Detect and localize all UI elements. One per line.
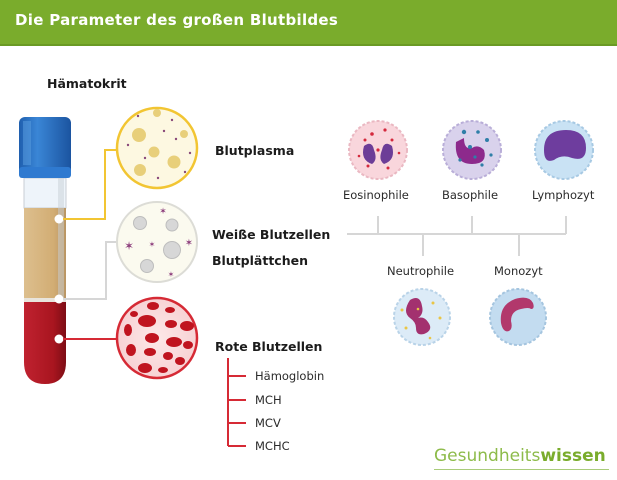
param-mchc: MCHC: [255, 439, 290, 453]
white-cells-label: Weiße Blutzellen: [212, 227, 331, 242]
platelets-label: Blutplättchen: [212, 253, 308, 268]
eosinophil-label: Eosinophile: [343, 188, 409, 202]
blood-plasma-label: Blutplasma: [215, 143, 295, 158]
lymphocyte-label: Lymphozyt: [532, 188, 595, 202]
param-mch: MCH: [255, 393, 282, 407]
red-cells-icon: [115, 296, 199, 380]
page-title: Die Parameter des großen Blutbildes: [15, 11, 339, 29]
blood-tube-icon: [19, 117, 71, 384]
neutrophil-label: Neutrophile: [387, 264, 455, 278]
brand-logo: Gesundheitswissen: [434, 446, 606, 466]
svg-text:✶: ✶: [149, 240, 156, 249]
lymphocyte-icon: [534, 120, 594, 180]
header-bar: Die Parameter des großen Blutbildes: [0, 0, 617, 46]
monocyte-icon: [489, 288, 547, 346]
svg-text:✶: ✶: [168, 270, 175, 279]
hematocrit-label: Hämatokrit: [47, 76, 127, 91]
logo-underline: [434, 469, 609, 470]
logo-part2: wissen: [540, 446, 606, 466]
logo-part1: Gesundheits: [434, 446, 541, 466]
svg-text:✶: ✶: [159, 206, 167, 216]
monocyte-label: Monozyt: [494, 264, 543, 278]
svg-text:✶: ✶: [185, 238, 193, 249]
white-cells-icon: ✶ ✶ ✶ ✶ ✶: [116, 201, 198, 283]
neutrophil-icon: [393, 288, 451, 346]
eosinophil-icon: [348, 120, 408, 180]
param-hemoglobin: Hämoglobin: [255, 369, 325, 383]
basophil-icon: [442, 120, 502, 180]
param-mcv: MCV: [255, 416, 281, 430]
basophil-label: Basophile: [442, 188, 499, 202]
red-cells-label: Rote Blutzellen: [215, 339, 323, 354]
svg-text:✶: ✶: [124, 239, 134, 253]
plasma-cell-icon: [115, 106, 199, 190]
